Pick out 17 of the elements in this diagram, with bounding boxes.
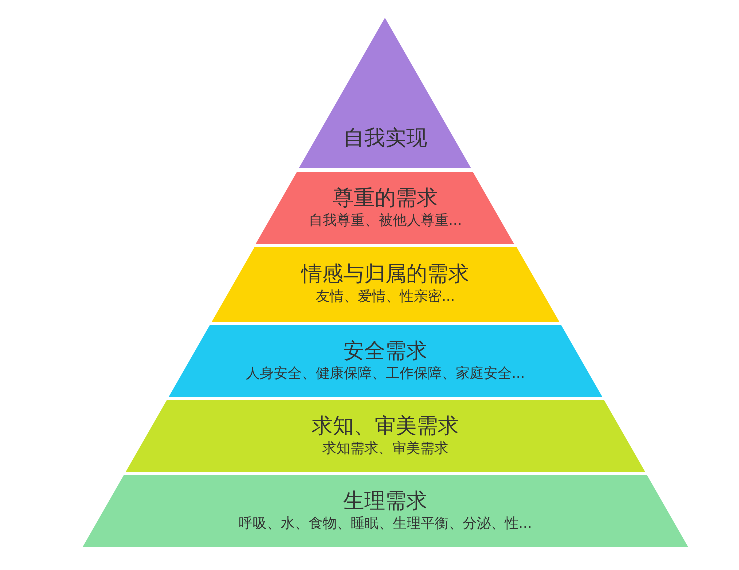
tier-title: 安全需求 [343,338,428,365]
pyramid-tier [256,172,515,244]
tier-description: 人身安全、健康保障、工作保障、家庭安全... [246,364,526,384]
tier-title: 求知、审美需求 [312,412,459,440]
tier-title: 自我实现 [343,125,428,152]
tier-description: 求知需求、审美需求 [322,440,448,459]
tier-description: 呼吸、水、食物、睡眠、生理平衡、分泌、性... [238,514,532,534]
tier-description: 友情、爱情、性亲密... [316,288,456,308]
pyramid-tier [126,400,646,472]
tier-title: 尊重的需求 [332,184,438,212]
tier-description: 自我尊重、被他人尊重... [308,212,462,231]
tier-title: 情感与归属的需求 [301,261,470,288]
tier-title: 生理需求 [343,488,428,515]
pyramid-tier [212,246,560,322]
pyramid-tier [82,474,688,546]
pyramid-tier [299,18,472,168]
pyramid-tier [168,324,602,396]
